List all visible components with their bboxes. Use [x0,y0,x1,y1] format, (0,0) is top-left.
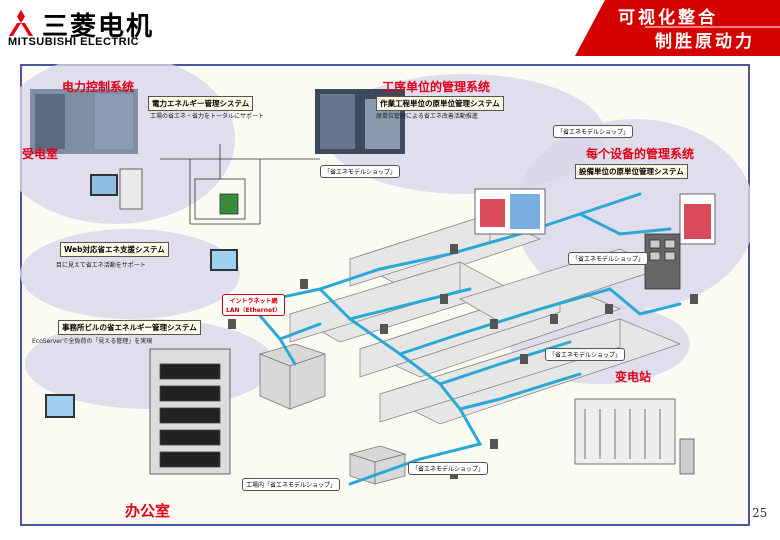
energy-model-shop-bubble-4: 「省エネモデルショップ」 [545,348,626,361]
page-number: 25 [752,506,768,520]
electrical-schematic [160,144,320,225]
mitsubishi-diamonds-icon [9,10,33,36]
operator-photo [30,89,138,154]
web-energy-support-title: Web対応省エネ支援システム [60,242,169,257]
monitor-screens [45,168,716,418]
energy-model-shop-bubble-5: 「省エネモデルショップ」 [408,462,489,475]
energy-model-shop-bubble-3: 「省エネモデルショップ」 [568,252,649,265]
process-energy-mgmt-title: 作業工程単位の原単位管理システム [376,96,504,111]
brand-name-cn: 三菱电机 [42,12,155,42]
slogan-line-2: 制胜原动力 [655,32,755,52]
process-management-label: 工序单位的管理系统 [382,80,491,94]
power-energy-mgmt-title: 電力エネルギー管理システム [148,96,254,111]
office-label: 办公室 [125,502,171,520]
energy-model-shop-bubble-2: 「省エネモデルショップ」 [320,165,401,178]
factory-energy-network-diagram [20,64,750,486]
web-energy-support-subtitle: 目に見えて省エネ活動をサポート [56,262,146,269]
office-energy-mgmt-subtitle: EcoServerで全負荷の「見える管理」を実現 [32,338,153,345]
lan-ethernet-label: イントラネット網 LAN（Ethernet） [222,294,285,316]
slogan-line-1: 可视化整合 [618,8,718,28]
factory-floors [288,213,682,425]
slogan-banner [575,0,780,56]
factory-energy-model-shop-bubble: 工場内「省エネモデルショップ」 [242,478,341,491]
office-energy-mgmt-title: 事務所ビルの省エネルギー管理システム [58,320,201,335]
substation-equipment [574,398,695,475]
power-control-system-label: 电力控制系统 [62,80,135,94]
control-panel-right [644,233,681,290]
brand-name-en: MITSUBISHI ELECTRIC [8,36,140,48]
per-device-management-label: 每个设备的管理系统 [586,147,695,161]
header: 三菱电机 MITSUBISHI ELECTRIC 可视化整合 制胜原动力 [0,0,780,56]
office-cabinet [149,348,231,475]
power-energy-mgmt-subtitle: 工場の省エネ・省力をトータルにサポート [150,113,265,120]
energy-model-shop-bubble-1: 「省エネモデルショップ」 [553,125,634,138]
substation-room-label: 受电室 [22,147,59,161]
meters [228,244,698,479]
substation-label: 变电站 [615,370,652,384]
equipment-energy-mgmt-title: 設備単位の原単位管理システム [575,164,688,179]
process-energy-mgmt-subtitle: 原単位管理による省エネ改善活動推進 [376,113,478,120]
